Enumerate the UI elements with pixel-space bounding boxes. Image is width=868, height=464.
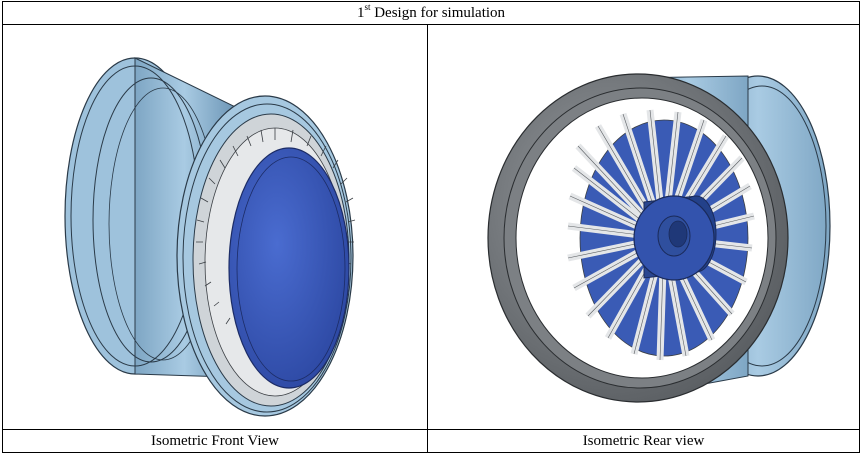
figure-table: 1st Design for simulation — [2, 1, 860, 453]
caption-rear-view: Isometric Rear view — [582, 433, 705, 449]
wheel-rear-illustration — [487, 73, 831, 403]
wheel-front-illustration — [64, 57, 356, 417]
caption-front-view: Isometric Front View — [151, 433, 279, 449]
title-text: Design for simulation — [370, 5, 506, 21]
caption-row-divider — [3, 429, 859, 430]
title-number: 1 — [356, 5, 365, 21]
front-disc — [228, 147, 350, 389]
column-divider — [427, 25, 428, 453]
table-title: 1st Design for simulation — [3, 2, 859, 25]
front-view-image — [3, 26, 427, 429]
hub — [633, 195, 717, 281]
title-ordinal-suffix: st — [364, 2, 371, 12]
rear-view-image — [428, 26, 859, 429]
